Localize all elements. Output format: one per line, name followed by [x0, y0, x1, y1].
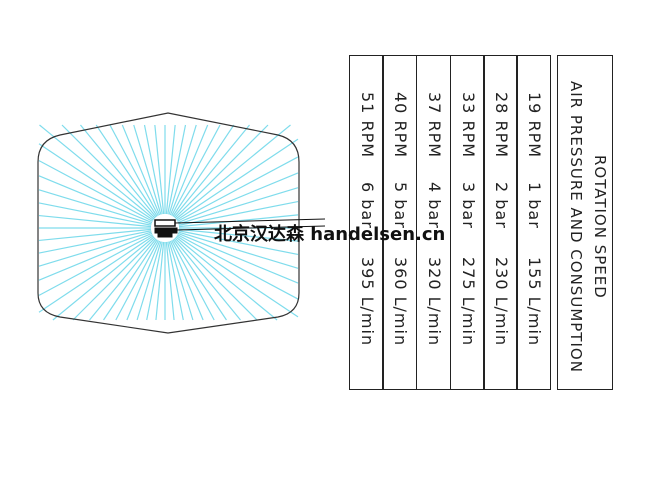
spray-ray: [178, 231, 299, 269]
spray-ray: [38, 202, 152, 226]
spray-ray: [172, 124, 235, 217]
spray-ray: [165, 124, 176, 215]
spray-rays: [38, 124, 299, 321]
spray-ray: [177, 232, 299, 284]
watermark: 北京汉达森 handelsen.cn: [214, 224, 446, 245]
pressure-value: 2 bar: [492, 182, 511, 229]
spray-ray: [146, 241, 163, 321]
spray-ray: [38, 235, 154, 313]
spray-ray: [178, 230, 299, 256]
flow-value: 230 L/min: [492, 257, 511, 347]
spray-ray: [177, 172, 299, 224]
flow-value: 360 L/min: [391, 257, 410, 347]
flow-value: 155 L/min: [525, 257, 544, 347]
spray-ray: [168, 241, 194, 321]
table-row: 40 RPM 5 bar 360 L/min: [382, 55, 417, 390]
rpm-value: 40 RPM: [391, 92, 410, 159]
spray-ray: [72, 237, 156, 321]
flow-value: 395 L/min: [358, 257, 377, 347]
spray-ray: [174, 124, 269, 219]
spray-ray: [39, 124, 155, 220]
table-row: 33 RPM 3 bar 275 L/min: [450, 55, 485, 390]
spray-ray: [168, 124, 197, 215]
spray-ray: [178, 214, 299, 228]
spray-ray: [169, 240, 204, 321]
rpm-value: 37 RPM: [425, 92, 444, 159]
spray-ray: [171, 240, 215, 321]
pressure-value: 3 bar: [459, 182, 478, 229]
spray-ray: [38, 160, 153, 222]
table-row: 51 RPM 6 bar 395 L/min: [349, 55, 384, 390]
spray-ray: [177, 156, 299, 222]
spray-ray: [126, 240, 161, 321]
spray-ray: [176, 235, 299, 318]
table-row: 19 RPM 1 bar 155 L/min: [516, 55, 551, 390]
spray-ray: [178, 187, 299, 225]
pressure-value: 5 bar: [391, 182, 410, 229]
rotating-nozzle-icon: [154, 218, 326, 238]
pressure-value: 4 bar: [425, 182, 444, 229]
spray-ray: [38, 231, 152, 267]
table-header: ROTATION SPEED AIR PRESSURE AND CONSUMPT…: [557, 55, 613, 390]
spray-ray: [155, 241, 165, 321]
spray-ray: [172, 239, 227, 321]
pressure-value: 1 bar: [525, 182, 544, 229]
flow-value: 320 L/min: [425, 257, 444, 347]
spray-ray: [173, 124, 250, 218]
spray-ray: [52, 236, 155, 321]
header-subtitle: AIR PRESSURE AND CONSUMPTION: [567, 80, 585, 373]
spray-ray: [176, 138, 299, 221]
spray-ray: [177, 234, 299, 300]
header-title: ROTATION SPEED: [591, 154, 609, 299]
spray-ray: [178, 228, 299, 242]
spray-ray: [171, 124, 221, 216]
spray-ray: [165, 241, 175, 321]
spray-ray: [38, 175, 153, 224]
spray-ray: [115, 240, 159, 321]
rpm-value: 51 RPM: [358, 92, 377, 159]
spray-ray: [175, 124, 291, 220]
spray-ray: [167, 241, 184, 321]
rpm-value: 28 RPM: [492, 92, 511, 159]
spray-ray: [38, 234, 153, 296]
spray-ray: [38, 214, 152, 228]
spray-ray: [169, 124, 209, 216]
spray-ray: [38, 143, 154, 221]
spray-ray: [174, 237, 258, 321]
spray-ray: [154, 124, 165, 215]
spray-ray: [173, 238, 241, 321]
spray-ray: [38, 228, 152, 242]
spray-ray: [175, 236, 278, 321]
spray-ray: [103, 239, 158, 321]
spray-ray: [121, 124, 161, 216]
spray-ray: [133, 124, 162, 215]
spray-ray: [136, 241, 162, 321]
spray-ray: [61, 124, 156, 219]
spray-ray: [109, 124, 159, 216]
spray-ray: [38, 230, 152, 254]
spray-coverage-outline: [37, 112, 300, 334]
rpm-value: 19 RPM: [525, 92, 544, 159]
flow-value: 275 L/min: [459, 257, 478, 347]
pressure-value: 6 bar: [358, 182, 377, 229]
spray-ray: [143, 124, 163, 215]
spray-ray: [89, 238, 157, 321]
spray-ray: [95, 124, 158, 217]
spray-ray: [167, 124, 187, 215]
rpm-value: 33 RPM: [459, 92, 478, 159]
table-row: 28 RPM 2 bar 230 L/min: [483, 55, 518, 390]
spray-ray: [38, 232, 153, 281]
spray-ray: [178, 200, 299, 226]
spray-ray: [38, 189, 152, 225]
spray-ray: [80, 124, 157, 218]
